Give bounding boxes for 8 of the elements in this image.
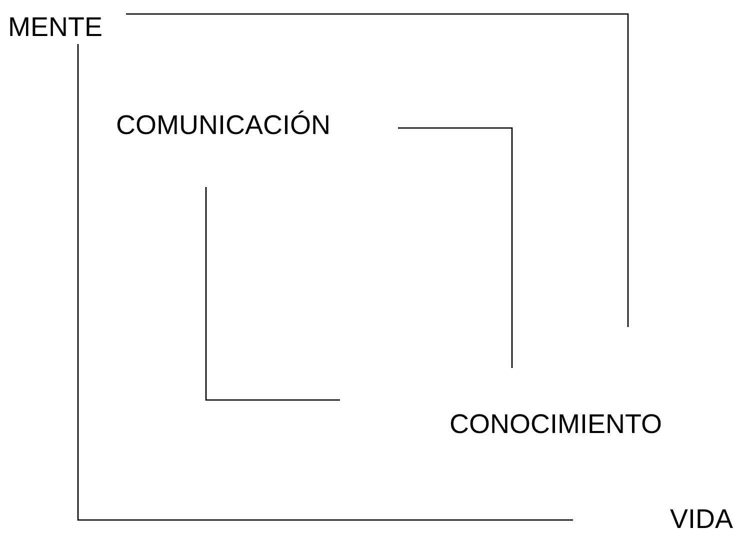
node-label: CONOCIMIENTO <box>449 411 662 438</box>
connector-line <box>398 127 513 368</box>
node-label: COMUNICACIÓN <box>116 112 330 139</box>
node-label: MENTE <box>8 14 102 40</box>
connector-line <box>126 13 629 327</box>
node-label: VIDA <box>670 506 733 532</box>
connector-line <box>205 187 340 401</box>
connector-line <box>77 44 573 521</box>
